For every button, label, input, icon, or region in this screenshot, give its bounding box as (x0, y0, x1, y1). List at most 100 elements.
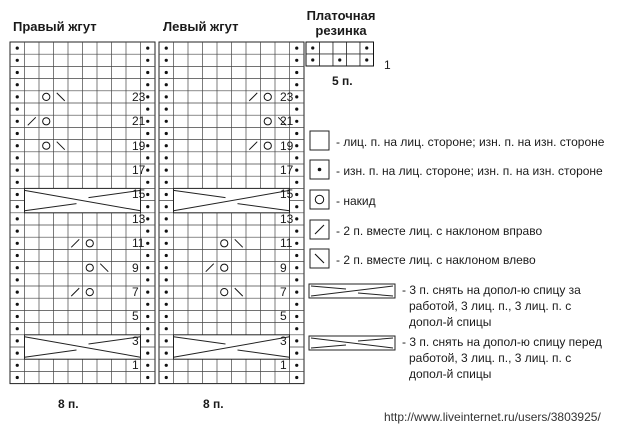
right-chart-purl-dot (15, 253, 19, 258)
right-chart-row-number: 3 (132, 333, 139, 348)
legend-cable-back-line1: - 3 п. снять на допол-ю спицу за (402, 283, 581, 297)
legend-cable-front-line3: допол-й спицы (409, 367, 492, 381)
right-chart-row-number: 23 (132, 89, 146, 104)
left-chart-purl-dot (164, 339, 168, 343)
rib-purl-dot (365, 58, 369, 62)
rib-purl-dot (311, 46, 315, 50)
right-chart-cable-line (24, 189, 141, 212)
right-chart-k2tog-left-symbol (56, 141, 66, 151)
legend-cable-back-line3: допол-й спицы (409, 315, 492, 329)
rib-stitch-count: 5 п. (332, 74, 353, 88)
left-chart-purl-dot (295, 363, 299, 367)
right-chart-cable-line (88, 189, 141, 199)
right-chart-purl-dot (15, 46, 19, 50)
right-chart-k2tog-left-symbol (99, 263, 109, 273)
legend-k2tog-left-text: - 2 п. вместе лиц. с наклоном влево (336, 253, 536, 267)
right-chart-purl-dot (15, 375, 19, 380)
left-chart-row-number: 15 (280, 187, 294, 202)
right-chart-purl-dot (15, 363, 19, 367)
right-chart-purl-dot (146, 290, 150, 294)
left-chart-row-number: 1 (280, 358, 287, 373)
right-chart-purl-dot (146, 46, 150, 50)
left-chart-yarnover-symbol (263, 117, 272, 126)
left-chart-purl-dot (164, 119, 168, 123)
legend-yarnover-text: - накид (336, 194, 376, 208)
right-chart-purl-dot (15, 95, 19, 99)
right-chart-purl-dot (146, 144, 150, 148)
left-chart-purl-dot (164, 314, 168, 319)
right-chart-yarnover-symbol (42, 117, 51, 126)
left-cable-title: Левый жгут (163, 19, 239, 34)
right-chart-row-number: 7 (132, 285, 139, 299)
right-chart-purl-dot (146, 278, 150, 282)
left-chart-k2tog-right-symbol (248, 141, 258, 151)
right-chart-k2tog-left-symbol (56, 92, 66, 102)
left-chart-purl-dot (295, 327, 299, 331)
left-chart-purl-dot (164, 241, 168, 245)
left-chart-row-number: 17 (280, 163, 294, 177)
right-chart-purl-dot (146, 180, 150, 184)
rib-cell (346, 53, 361, 67)
legend-knit-text: - лиц. п. на лиц. стороне; изн. п. на из… (336, 135, 605, 149)
left-chart-purl-dot (295, 119, 299, 123)
right-chart-k2tog-right-symbol (70, 287, 80, 297)
right-chart-purl-dot (15, 107, 19, 111)
left-chart-row-number: 3 (280, 333, 287, 348)
right-chart-purl-dot (15, 266, 19, 270)
left-chart-purl-dot (295, 302, 299, 306)
left-chart-purl-dot (164, 302, 168, 306)
legend-purl-dot (317, 167, 322, 172)
left-chart-purl-dot (164, 156, 168, 160)
right-chart-cable-line (24, 203, 77, 212)
left-chart-purl-dot (164, 168, 168, 172)
left-chart-row-number: 19 (280, 138, 294, 153)
left-chart-purl-dot (164, 266, 168, 270)
right-chart-purl-dot (146, 327, 150, 331)
right-chart-purl-dot (146, 107, 150, 111)
right-chart-purl-dot (15, 241, 19, 245)
right-chart-purl-dot (15, 327, 19, 331)
left-chart-purl-dot (295, 70, 299, 75)
right-chart-purl-dot (15, 119, 19, 123)
left-chart-row-number: 9 (280, 260, 287, 275)
left-chart-cable-line (173, 189, 226, 199)
left-chart-purl-dot (295, 95, 299, 99)
right-chart-purl-dot (146, 339, 150, 343)
right-chart-purl-dot (15, 58, 19, 62)
left-chart-purl-dot (295, 168, 299, 172)
right-chart-purl-dot (146, 119, 150, 123)
left-chart-yarnover-symbol (220, 239, 229, 248)
left-chart-purl-dot (295, 217, 299, 221)
right-chart-stitch-count: 8 п. (58, 397, 79, 411)
left-chart-k2tog-left-symbol (234, 287, 244, 297)
footer-url[interactable]: http://www.liveinternet.ru/users/3803925… (384, 410, 601, 424)
left-chart-cable-line (173, 189, 290, 212)
right-chart-purl-dot (15, 339, 19, 343)
left-chart-purl-dot (164, 205, 168, 209)
right-chart-purl-dot (15, 229, 19, 233)
right-chart-purl-dot (146, 363, 150, 367)
left-chart-row-number: 11 (280, 236, 293, 251)
left-chart-cable-line (237, 203, 290, 212)
right-chart-purl-dot (15, 217, 19, 221)
right-chart-purl-dot (146, 241, 150, 245)
rib-title-line1: Платочная (306, 8, 376, 23)
right-chart-cable-line (24, 336, 141, 358)
legend-yarnover-symbol (309, 189, 330, 210)
left-chart-purl-dot (164, 180, 168, 184)
rib-purl-dot (365, 46, 369, 50)
right-chart-k2tog-right-symbol (70, 238, 80, 248)
left-chart-purl-dot (295, 229, 299, 233)
legend-k2tog-left-line (314, 253, 325, 264)
right-chart-purl-dot (15, 70, 19, 75)
right-chart-row-number: 17 (132, 163, 146, 177)
rib-cell (319, 41, 334, 55)
left-chart-purl-dot (295, 314, 299, 319)
left-chart-purl-dot (295, 131, 299, 136)
legend-cable-back-line (357, 292, 394, 297)
left-chart-purl-dot (164, 351, 168, 355)
right-chart-purl-dot (15, 156, 19, 160)
left-chart-purl-dot (295, 107, 299, 111)
legend-knit-symbol (309, 130, 330, 151)
